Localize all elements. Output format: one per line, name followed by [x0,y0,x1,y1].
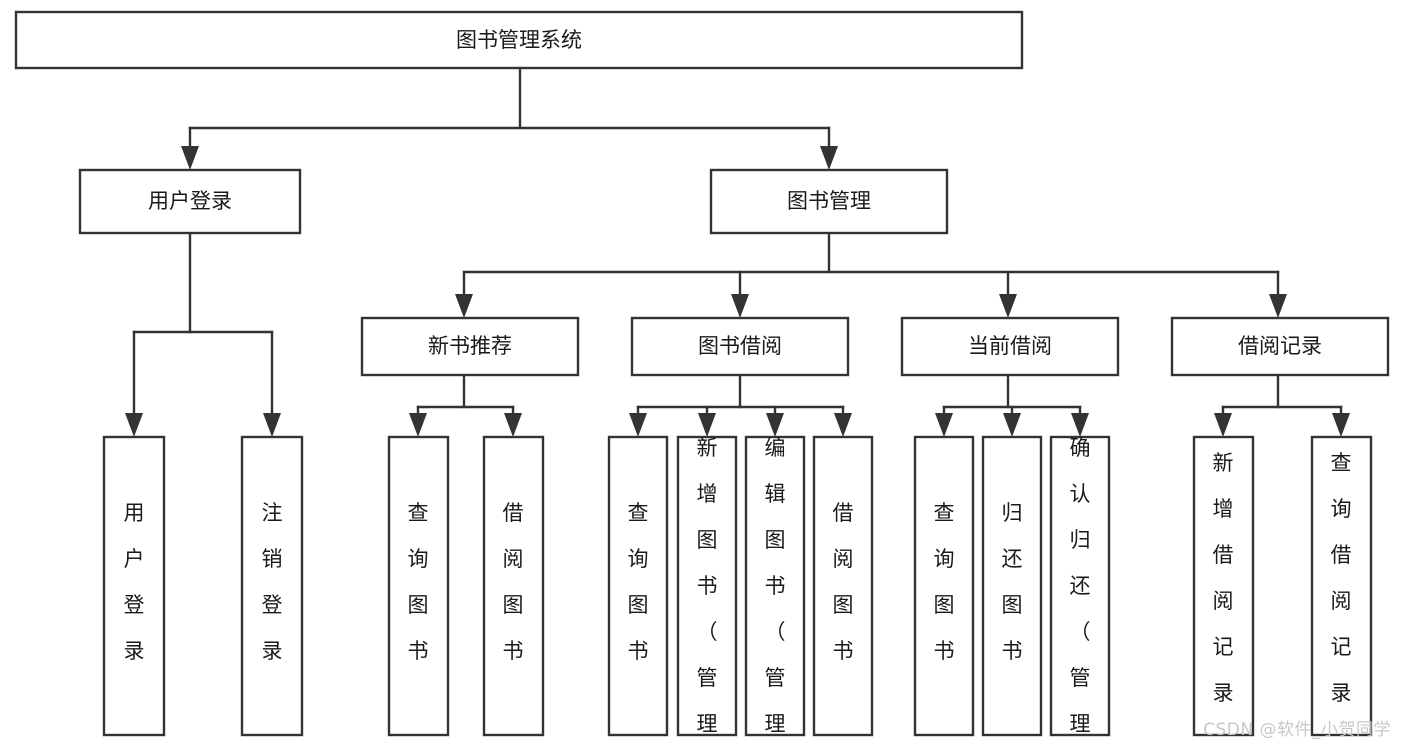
connector-group-borrowrecord [1214,373,1350,437]
arrow-head-currentborrow [999,294,1017,318]
node-leaf-08-box[interactable] [812,435,874,737]
node-book-manage-label: 图书管理 [787,189,871,213]
connector-group-bookborrow [629,373,852,437]
node-user-login-box[interactable] [78,168,302,235]
arrow-head-bookborrow [731,294,749,318]
arrow-head-leaf-06 [698,413,716,437]
arrow-head-leaf-07 [766,413,784,437]
node-root[interactable]: 图书管理系统 [14,10,1024,70]
node-leaf-04[interactable]: 借阅图书 [482,435,545,737]
node-book-borrow-label: 图书借阅 [698,334,782,358]
node-book-manage[interactable]: 图书管理 [709,168,949,235]
node-leaf-11-box[interactable] [1049,435,1111,737]
node-leaf-07-box[interactable] [744,435,806,737]
node-current-borrow-label: 当前借阅 [968,334,1052,358]
arrow-head-leaf-10 [1003,413,1021,437]
connector-group-userlogin [125,231,281,437]
node-book-borrow-box[interactable] [630,316,850,377]
node-leaf-06[interactable]: 新增图书（管理员） [676,435,738,747]
node-leaf-01[interactable]: 用户登录 [102,435,166,737]
node-leaf-05[interactable]: 查询图书 [607,435,669,737]
node-leaf-05-box[interactable] [607,435,669,737]
node-borrow-record-box[interactable] [1170,316,1390,377]
node-leaf-01-box[interactable] [102,435,166,737]
connector-group-newbookrec [409,373,522,437]
node-leaf-09-box[interactable] [913,435,975,737]
node-leaf-13-label: 查询借阅记录 [1331,451,1352,705]
node-leaf-09[interactable]: 查询图书 [913,435,975,737]
arrow-head-leaf-11 [1071,413,1089,437]
csdn-watermark: CSDN @软件_小贺同学 [1203,720,1391,740]
node-current-borrow-box[interactable] [900,316,1120,377]
arrow-head-leaf-09 [935,413,953,437]
node-book-borrow[interactable]: 图书借阅 [630,316,850,377]
arrow-head-newbookrec [455,294,473,318]
node-borrow-record[interactable]: 借阅记录 [1170,316,1390,377]
node-leaf-13-box[interactable] [1310,435,1373,737]
node-leaf-03-box[interactable] [387,435,450,737]
node-leaf-10[interactable]: 归还图书 [981,435,1043,737]
node-leaf-12-box[interactable] [1192,435,1255,737]
node-leaf-06-box[interactable] [676,435,738,737]
arrow-head-leaf-04 [504,413,522,437]
node-leaf-05-label: 查询图书 [628,501,649,663]
node-leaf-09-label: 查询图书 [934,501,955,663]
arrow-head-leaf-02 [263,413,281,437]
node-leaf-04-label: 借阅图书 [503,501,524,663]
node-leaf-02-label: 注销登录 [262,501,283,663]
node-borrow-record-label: 借阅记录 [1238,334,1322,358]
arrow-head-leaf-05 [629,413,647,437]
node-user-login-label: 用户登录 [148,189,232,213]
node-leaf-12[interactable]: 新增借阅记录 [1192,435,1255,737]
node-book-manage-box[interactable] [709,168,949,235]
node-root-box[interactable] [14,10,1024,70]
node-leaf-02[interactable]: 注销登录 [240,435,304,737]
node-root-label: 图书管理系统 [456,28,582,52]
node-leaf-10-label: 归还图书 [1002,501,1023,663]
arrow-head-leaf-03 [409,413,427,437]
node-leaf-11[interactable]: 确认归还（管理员） [1049,435,1111,747]
node-leaf-08[interactable]: 借阅图书 [812,435,874,737]
node-current-borrow[interactable]: 当前借阅 [900,316,1120,377]
node-new-book-recommend[interactable]: 新书推荐 [360,316,580,377]
node-leaf-07-label: 编辑图书（管理员） [765,436,786,747]
node-leaf-04-box[interactable] [482,435,545,737]
arrow-head-leaf-08 [834,413,852,437]
connector-group-root [181,66,838,170]
arrow-head-leaf-01 [125,413,143,437]
connector-group-currentborrow [935,373,1089,437]
node-leaf-01-label: 用户登录 [124,501,145,663]
node-leaf-03[interactable]: 查询图书 [387,435,450,737]
arrow-head-leaf-12 [1214,413,1232,437]
node-leaf-03-label: 查询图书 [408,501,429,663]
node-leaf-07[interactable]: 编辑图书（管理员） [744,435,806,747]
node-leaf-12-label: 新增借阅记录 [1213,451,1234,705]
node-leaf-08-label: 借阅图书 [833,501,854,663]
node-leaf-13[interactable]: 查询借阅记录 [1310,435,1373,737]
node-leaf-11-label: 确认归还（管理员） [1070,436,1091,747]
connector-group-bookmanage [455,231,1287,318]
node-leaf-10-box[interactable] [981,435,1043,737]
arrow-head-bookmanage [820,146,838,170]
node-user-login[interactable]: 用户登录 [78,168,302,235]
node-leaf-02-box[interactable] [240,435,304,737]
arrow-head-userlogin [181,146,199,170]
node-leaf-06-label: 新增图书（管理员） [697,436,718,747]
node-new-book-recommend-label: 新书推荐 [428,334,512,358]
arrow-head-borrowrecord [1269,294,1287,318]
node-new-book-recommend-box[interactable] [360,316,580,377]
arrow-head-leaf-13 [1332,413,1350,437]
